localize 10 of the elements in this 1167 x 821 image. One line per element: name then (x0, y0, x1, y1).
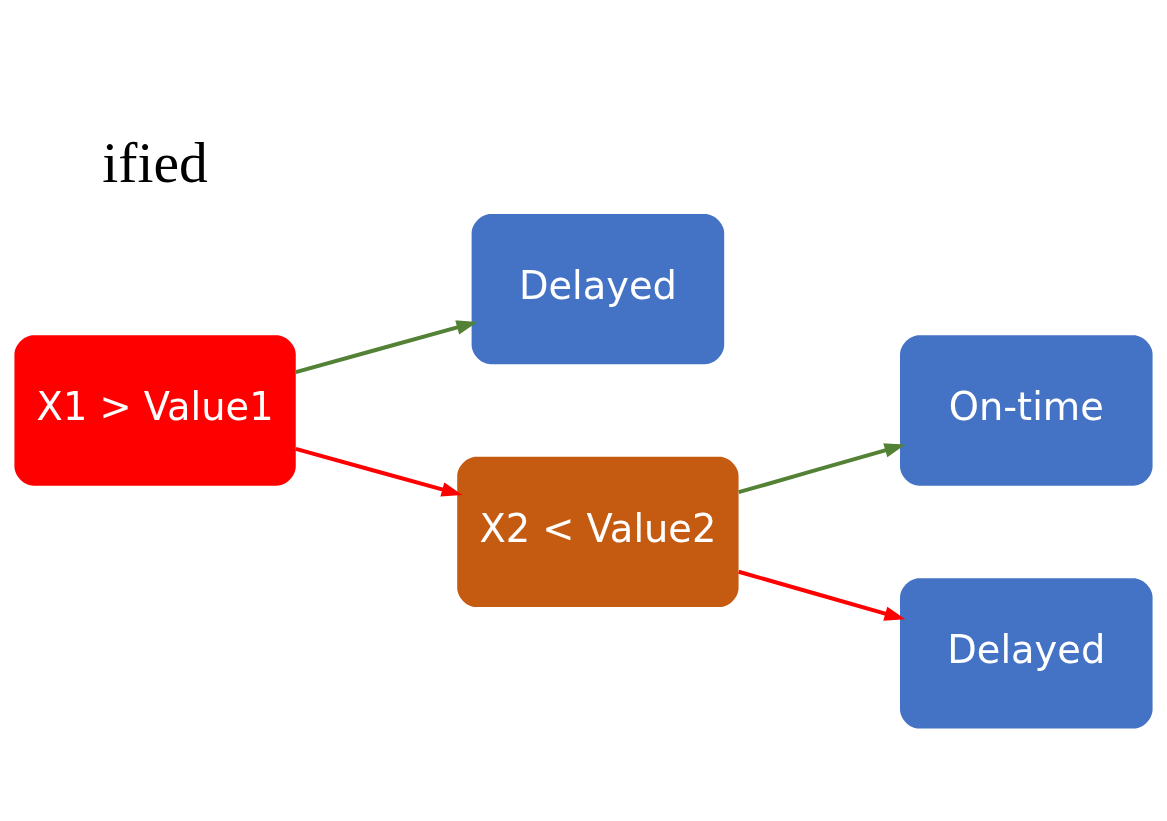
node-box: X1 > Value1 (14, 335, 296, 486)
node-box: X2 < Value2 (457, 456, 739, 608)
node-box: Delayed (471, 213, 725, 365)
arrow (295, 447, 463, 497)
node-box: Delayed (900, 578, 1153, 729)
node-box: On-time (900, 335, 1153, 486)
label: ified (102, 130, 208, 194)
arrow (738, 443, 906, 495)
arrow (738, 569, 906, 621)
arrow (295, 320, 478, 374)
